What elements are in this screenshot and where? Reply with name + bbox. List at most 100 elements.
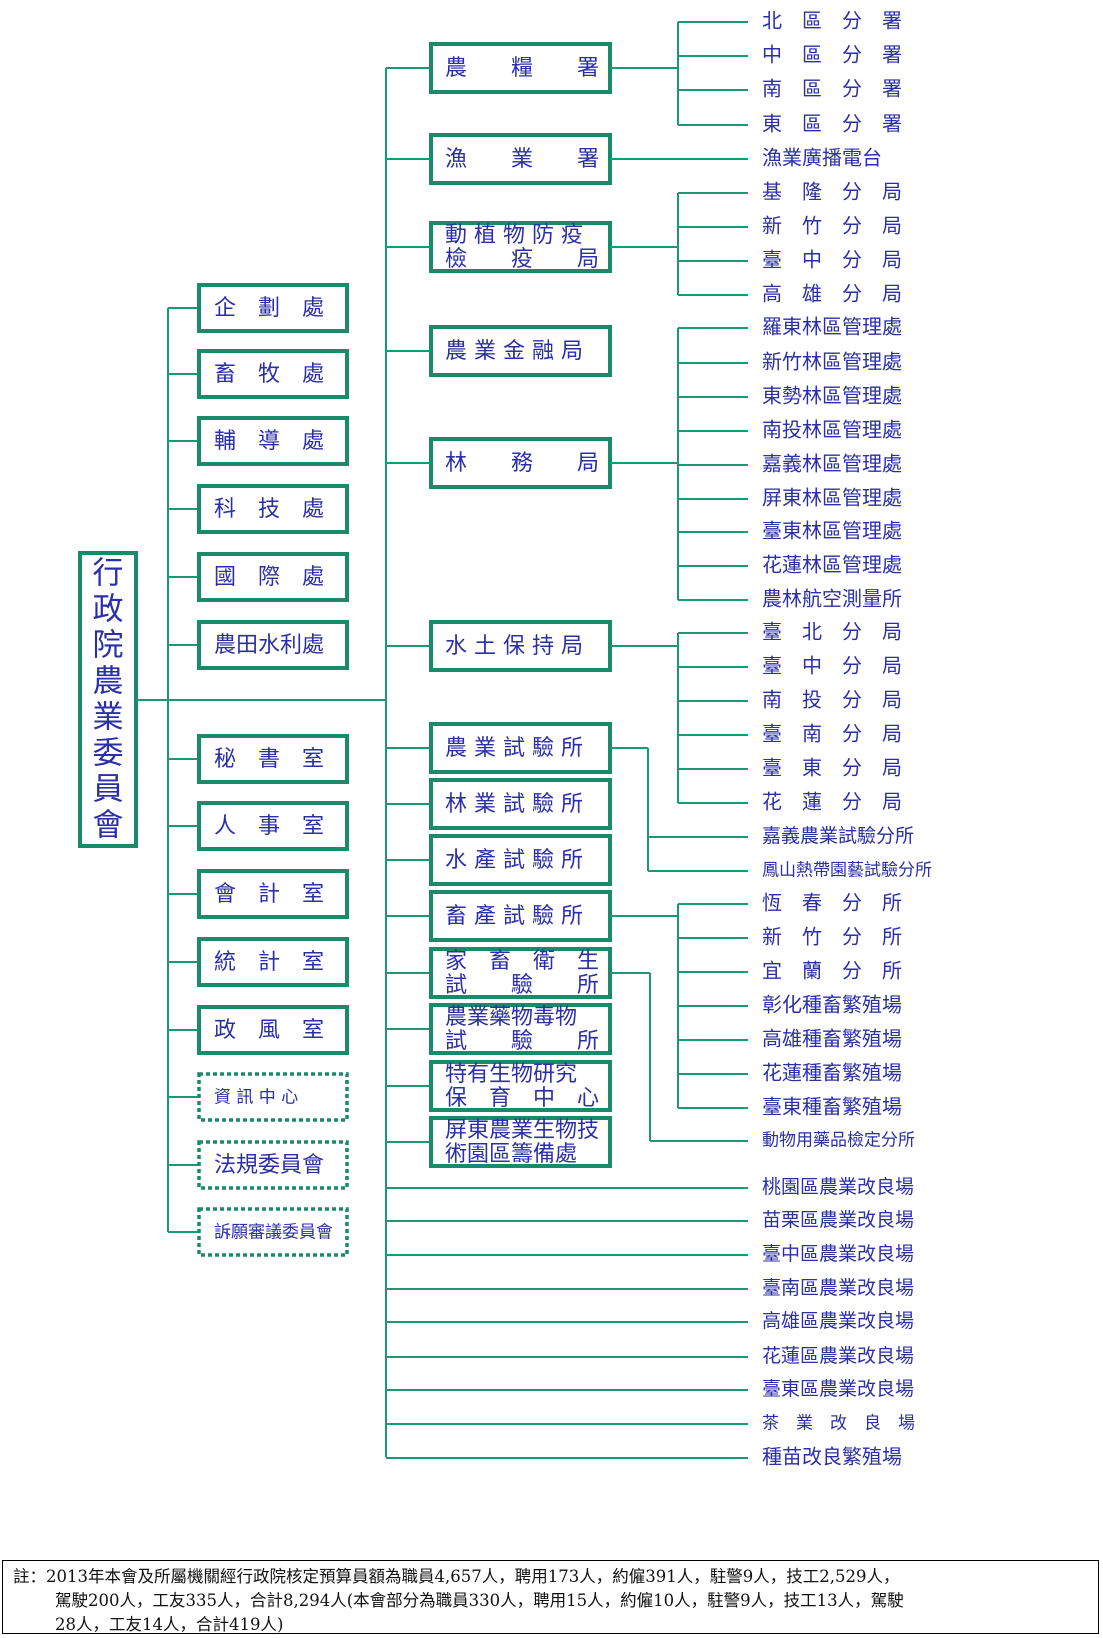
office-box [197,869,349,919]
office-box-label: 人 事 室 [214,814,324,839]
root-label-char: 農 [93,664,124,700]
sub-unit-label: 動物用藥品檢定分所 [762,1131,915,1151]
sub-unit-label: 高雄種畜繁殖場 [762,1027,902,1051]
agency-label: 林 業 試 驗 所 [445,792,583,817]
sub-unit-label: 彰化種畜繁殖場 [762,993,902,1017]
sub-unit-label: 嘉義林區管理處 [762,452,902,476]
sub-unit-label: 北 區 分 署 [762,9,902,33]
sub-unit-label: 種苗改良繁殖場 [762,1445,902,1469]
committee-box [197,1207,349,1257]
committee-box-label: 資 訊 中 心 [214,1088,298,1108]
sub-unit-label: 東勢林區管理處 [762,384,902,408]
footnote-line-3: 28人，工友14人，合計419人) [55,1615,284,1634]
sub-unit-label: 苗栗區農業改良場 [762,1209,914,1231]
division-box-label: 輔 導 處 [214,429,324,454]
division-box-label: 畜 牧 處 [214,362,324,387]
sub-unit-label: 新竹林區管理處 [762,350,902,374]
sub-unit-label: 南 投 分 局 [762,688,902,712]
division-box-label: 國 際 處 [214,565,324,590]
agency-label: 水 土 保 持 局 [445,634,583,659]
sub-unit-label: 中 區 分 署 [762,43,902,67]
footnote-line-1: 註：2013年本會及所屬機關經行政院核定預算員額為職員4,657人，聘用173人… [13,1567,900,1586]
sub-unit-label: 農林航空測量所 [762,587,902,611]
sub-unit-label: 鳳山熱帶園藝試驗分所 [762,861,932,881]
footnote: 註：2013年本會及所屬機關經行政院核定預算員額為職員4,657人，聘用173人… [2,1560,1099,1634]
root-label-char: 行 [93,556,124,592]
division-box [197,484,349,534]
agency-box [429,1060,612,1112]
agency-label: 特有生物研究 [445,1062,577,1087]
sub-unit-label: 臺 中 分 局 [762,654,902,678]
agency-label: 術園區籌備處 [445,1142,577,1167]
office-box-label: 政 風 室 [214,1018,324,1043]
agency-label: 漁 業 署 [445,147,599,172]
root-label-char: 委 [93,736,124,772]
agency-label: 農 糧 署 [445,56,599,81]
agency-box [429,437,612,489]
office-box [197,734,349,784]
root-node [78,551,138,848]
agency-label: 檢 疫 局 [445,247,599,272]
agency-label: 試 驗 所 [445,973,599,998]
committee-box [197,1140,349,1190]
office-box [197,1005,349,1055]
office-box [197,801,349,851]
division-box [197,283,349,333]
sub-unit-label: 新 竹 分 所 [762,925,902,949]
agency-box [429,947,612,999]
office-box [197,937,349,987]
root-label-char: 政 [93,592,124,628]
division-box-label: 科 技 處 [214,497,324,522]
office-box-label: 會 計 室 [214,882,324,907]
sub-unit-label: 桃園區農業改良場 [762,1176,914,1198]
sub-unit-label: 新 竹 分 局 [762,214,902,238]
agency-label: 屏東農業生物技 [445,1118,599,1143]
division-box [197,416,349,466]
sub-unit-label: 基 隆 分 局 [762,180,902,204]
sub-unit-label: 東 區 分 署 [762,112,902,136]
agency-label: 農業藥物毒物 [445,1005,577,1030]
sub-unit-label: 臺 中 分 局 [762,248,902,272]
committee-box-label: 訴願審議委員會 [214,1223,333,1243]
division-box [197,552,349,602]
committee-box [197,1072,349,1122]
agency-box [429,42,612,94]
sub-unit-label: 南投林區管理處 [762,418,902,442]
root-label-char: 院 [93,628,124,664]
division-box-label: 農田水利處 [214,633,324,658]
agency-box [429,620,612,672]
root-label-char: 員 [93,772,124,808]
office-box-label: 統 計 室 [214,950,324,975]
agency-box [429,325,612,377]
sub-unit-label: 羅東林區管理處 [762,315,902,339]
sub-unit-label: 高雄區農業改良場 [762,1310,914,1332]
agency-box [429,1116,612,1168]
agency-box [429,778,612,830]
sub-unit-label: 花蓮林區管理處 [762,553,902,577]
agency-label: 保 育 中 心 [445,1086,599,1111]
committee-box-label: 法規委員會 [214,1153,324,1178]
sub-unit-label: 花蓮種畜繁殖場 [762,1061,902,1085]
agency-label: 試 驗 所 [445,1029,599,1054]
sub-unit-label: 臺東種畜繁殖場 [762,1095,902,1119]
sub-unit-label: 臺 東 分 局 [762,756,902,780]
sub-unit-label: 屏東林區管理處 [762,486,902,510]
sub-unit-label: 臺 南 分 局 [762,722,902,746]
agency-label: 農 業 試 驗 所 [445,736,583,761]
sub-unit-label: 臺東林區管理處 [762,519,902,543]
sub-unit-label: 南 區 分 署 [762,77,902,101]
root-label-char: 業 [93,700,124,736]
division-box [197,620,349,670]
agency-label: 林 務 局 [445,451,599,476]
sub-unit-label: 茶 業 改 良 場 [762,1414,915,1434]
root-label-char: 會 [93,808,124,844]
sub-unit-label: 臺東區農業改良場 [762,1378,914,1400]
sub-unit-label: 高 雄 分 局 [762,282,902,306]
agency-box [429,834,612,886]
agency-label: 畜 產 試 驗 所 [445,904,583,929]
agency-label: 農 業 金 融 局 [445,339,583,364]
division-box-label: 企 劃 處 [214,296,324,321]
sub-unit-label: 臺 北 分 局 [762,620,902,644]
office-box-label: 秘 書 室 [214,747,324,772]
